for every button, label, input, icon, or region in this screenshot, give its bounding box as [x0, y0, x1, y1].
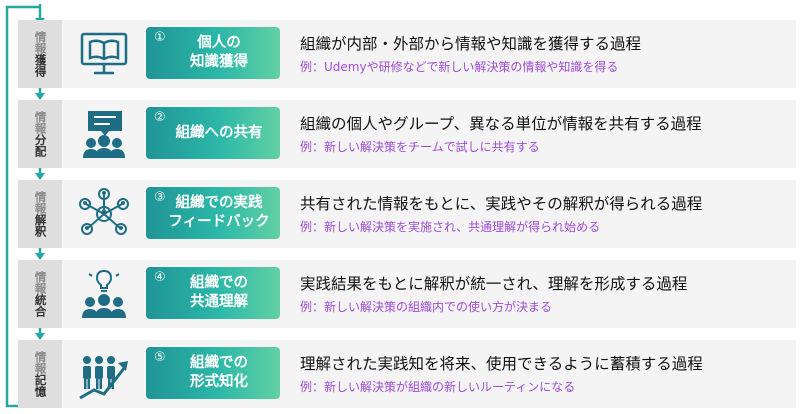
- step-example: 例：新しい解決策が組織の新しいルーティンになる: [300, 380, 576, 394]
- step-label-line2: 知識獲得: [190, 54, 248, 70]
- team-idea-icon: [82, 269, 126, 318]
- step-example: 例：新しい解決策をチームで試しに共有する: [300, 140, 540, 154]
- step-box-1: ① 個人の 知識獲得: [146, 27, 280, 79]
- stage-label-top: 情報: [33, 31, 48, 54]
- process-row-interpretation: 情報解釈 ③ 組織での実践 フィードバック: [18, 180, 796, 248]
- step-description: 実践結果をもとに解釈が統一され、理解を形成する過程: [300, 275, 688, 293]
- process-row-integration: 情報統合 ④ 組織での 共通理解 実践結果をもとに解釈が統一され、理解を形成する…: [18, 260, 796, 328]
- step-number: ③: [154, 190, 166, 205]
- flow-arrow-3: [35, 173, 45, 180]
- stage-label: 情報分配: [18, 100, 62, 168]
- network-people-icon: [79, 188, 129, 235]
- step-box-5: ⑤ 組織での 形式知化: [146, 347, 280, 399]
- stage-label-bottom: 記憶: [33, 374, 48, 397]
- stage-label-bottom: 獲得: [33, 54, 48, 77]
- step-number: ②: [154, 110, 166, 125]
- stage-label-top: 情報: [33, 351, 48, 374]
- flow-arrow-5: [35, 333, 45, 340]
- step-label-line1: 組織での: [190, 355, 248, 371]
- process-row-memory: 情報記憶 ⑤ 組織での 形式知化 理解された実践知を将来、使用できるように蓄積す…: [18, 340, 796, 408]
- step-description: 共有された情報をもとに、実践やその解釈が得られる過程: [300, 195, 703, 213]
- flow-arrow-4: [35, 253, 45, 260]
- book-screen-icon: [80, 32, 128, 75]
- stage-label-bottom: 解釈: [33, 214, 48, 237]
- stage-label: 情報獲得: [18, 20, 62, 88]
- stage-label-bottom: 分配: [33, 134, 48, 157]
- step-label-line1: 個人の: [197, 35, 241, 51]
- step-label-line1: 組織での実践: [175, 195, 263, 211]
- stage-label: 情報解釈: [18, 180, 62, 248]
- team-growth-icon: [79, 356, 128, 400]
- step-box-2: ② 組織への共有: [146, 107, 280, 159]
- step-example: 例：新しい解決策の組織内での使い方が決まる: [300, 300, 553, 314]
- step-label-line2: フィードバック: [168, 214, 270, 230]
- process-row-knowledge-acquisition: 情報獲得 ① 個人の 知識獲得 組織が内部・外部から情報や知識を獲得する過程 例…: [18, 20, 796, 88]
- stage-label-bottom: 統合: [33, 294, 48, 317]
- step-description: 理解された実践知を将来、使用できるように蓄積する過程: [300, 355, 703, 373]
- stage-label: 情報記憶: [18, 340, 62, 408]
- team-chat-icon: [83, 111, 125, 158]
- step-label-line1: 組織での: [190, 275, 248, 291]
- process-row-sharing: 情報分配 ② 組織への共有 組織の個人やグループ、異なる単位が情報を共有する過程…: [18, 100, 796, 168]
- stage-label: 情報統合: [18, 260, 62, 328]
- step-number: ①: [154, 30, 166, 45]
- step-label-line2: 共通理解: [190, 294, 248, 310]
- stage-label-top: 情報: [33, 111, 48, 134]
- stage-label-top: 情報: [33, 191, 48, 214]
- step-example: 例：Udemyや研修などで新しい解決策の情報や知識を得る: [300, 60, 619, 74]
- step-box-3: ③ 組織での実践 フィードバック: [146, 187, 280, 239]
- step-label-line2: 形式知化: [190, 374, 248, 390]
- step-example: 例：新しい解決策を実施され、共通理解が得られ始める: [300, 220, 601, 234]
- step-description: 組織の個人やグループ、異なる単位が情報を共有する過程: [300, 115, 702, 133]
- step-description: 組織が内部・外部から情報や知識を獲得する過程: [300, 35, 642, 53]
- step-label-line1: 組織への共有: [175, 124, 263, 141]
- flow-arrow-2: [35, 93, 45, 100]
- step-box-4: ④ 組織での 共通理解: [146, 267, 280, 319]
- step-number: ④: [154, 270, 166, 285]
- stage-label-top: 情報: [33, 271, 48, 294]
- step-number: ⑤: [154, 350, 166, 365]
